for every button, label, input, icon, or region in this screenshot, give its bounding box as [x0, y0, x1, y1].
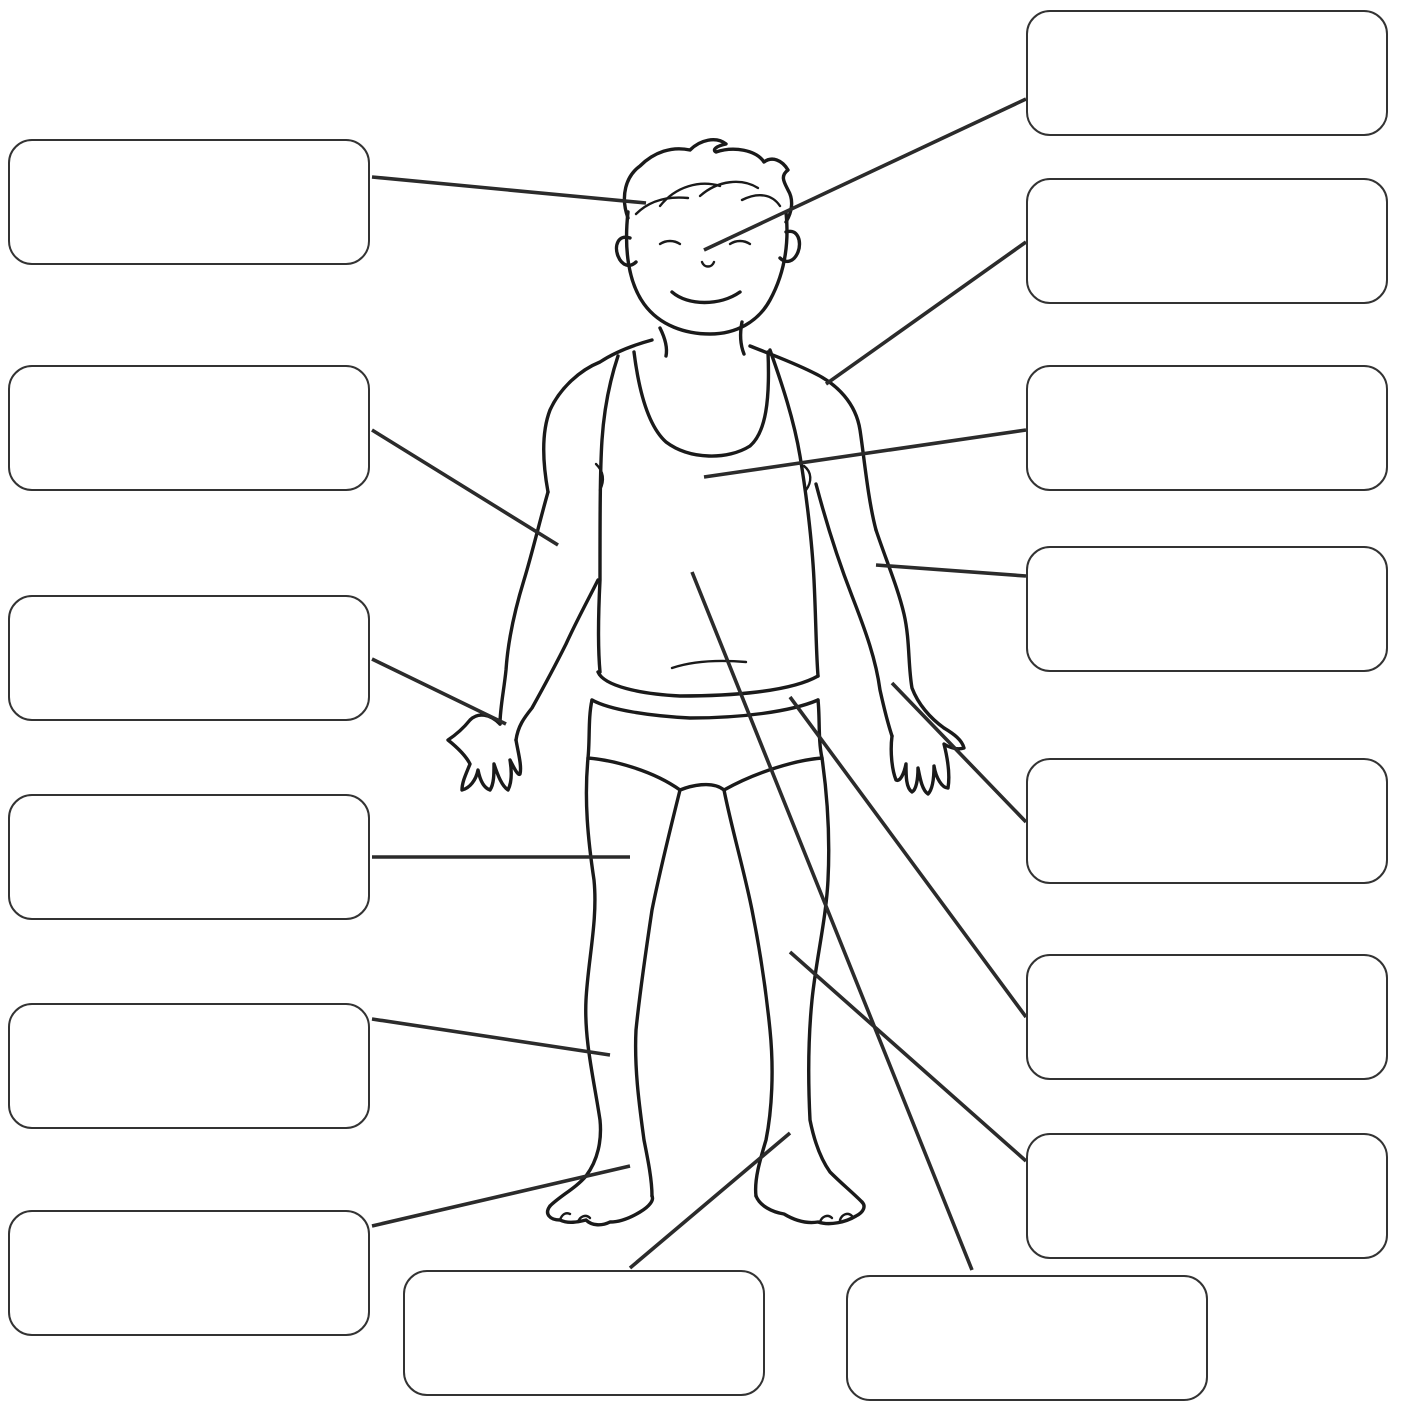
leg-right-inner: [724, 790, 772, 1196]
label-box-face[interactable]: [1026, 10, 1388, 136]
waistband-bottom: [592, 700, 818, 718]
shorts-outline: [588, 700, 822, 790]
hair-outline: [624, 140, 791, 222]
nose: [702, 262, 714, 267]
hand-left-outline: [448, 715, 521, 790]
leader-lines: [372, 99, 1026, 1270]
hand-right-outline: [891, 728, 964, 794]
label-box-thigh[interactable]: [8, 794, 370, 920]
face-outline: [627, 212, 787, 334]
foot-right-outline: [756, 1196, 864, 1224]
mouth-smile: [672, 292, 740, 303]
arm-left-inner: [516, 580, 598, 740]
label-box-leg-left[interactable]: [8, 1003, 370, 1129]
label-box-hair[interactable]: [8, 139, 370, 265]
leader-leg-left: [372, 1019, 610, 1055]
leader-hand-left: [372, 659, 506, 724]
hair-strand: [636, 198, 688, 214]
ear-right: [780, 231, 800, 261]
waistband-top: [598, 672, 818, 696]
leader-hair: [372, 177, 646, 203]
label-box-arm-left[interactable]: [8, 365, 370, 491]
leader-hand-right: [892, 683, 1026, 822]
eye-right: [730, 241, 750, 244]
label-box-hand-right[interactable]: [1026, 758, 1388, 884]
leader-face: [704, 99, 1026, 250]
arm-left-figure: [448, 492, 598, 790]
tank-hem-fold: [672, 661, 746, 668]
label-box-hip[interactable]: [1026, 954, 1388, 1080]
leader-shoulder: [826, 242, 1026, 384]
leader-arm-left: [372, 430, 558, 545]
tank-strap-left: [599, 356, 619, 672]
leader-knee: [790, 952, 1026, 1161]
tank-neckline: [634, 352, 768, 456]
label-box-bottom-center[interactable]: [403, 1270, 765, 1396]
arm-right-outer: [876, 530, 944, 728]
leader-foot-left: [372, 1166, 630, 1226]
neck-left: [660, 328, 667, 356]
shorts: [588, 672, 822, 790]
legs: [548, 758, 864, 1225]
leg-left-inner: [636, 790, 680, 1196]
label-box-hand-left[interactable]: [8, 595, 370, 721]
label-box-chest[interactable]: [1026, 365, 1388, 491]
label-box-foot-left[interactable]: [8, 1210, 370, 1336]
leader-bottom-right: [692, 572, 972, 1270]
eye-left: [660, 241, 680, 244]
tank-strap-right: [770, 350, 818, 676]
head: [617, 140, 800, 334]
leader-hip: [790, 697, 1026, 1017]
torso: [544, 340, 876, 676]
arm-right-inner: [816, 484, 892, 736]
arm-right-figure: [816, 484, 964, 794]
leader-elbow: [876, 565, 1026, 576]
hair-strand: [742, 195, 780, 206]
label-box-shoulder[interactable]: [1026, 178, 1388, 304]
foot-left-outline: [548, 1196, 653, 1225]
label-box-knee[interactable]: [1026, 1133, 1388, 1259]
label-box-bottom-right[interactable]: [846, 1275, 1208, 1401]
leg-left-outer: [550, 758, 600, 1206]
label-box-elbow[interactable]: [1026, 546, 1388, 672]
